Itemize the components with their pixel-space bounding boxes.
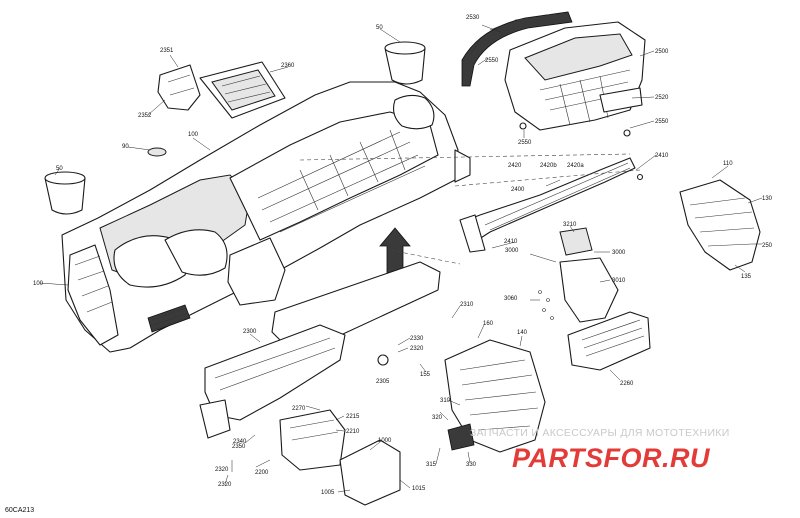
callout-1000: 1000	[378, 438, 392, 444]
callout-2330: 2330	[410, 336, 424, 342]
callout-2410: 2410	[655, 153, 669, 159]
callout-155: 155	[420, 372, 431, 378]
storage-box-2500	[504, 21, 646, 131]
callout-2360: 2360	[281, 63, 295, 69]
callout-130: 130	[762, 196, 773, 202]
glovebox-2300	[204, 324, 346, 421]
leader-lines	[39, 24, 763, 493]
callout-2320: 2320	[215, 467, 229, 473]
handle-2530	[461, 11, 573, 87]
callout-2320: 2320	[218, 482, 232, 488]
callout-2500: 2500	[655, 49, 669, 55]
callout-160: 160	[483, 321, 494, 327]
callout-100: 100	[33, 281, 44, 287]
cover-2200	[279, 409, 346, 471]
callout-2351: 2351	[160, 48, 174, 54]
callout-135: 135	[741, 274, 752, 280]
callout-2260: 2260	[620, 381, 634, 387]
callout-2410: 2410	[504, 239, 518, 245]
diagram-code: 60CA213	[5, 507, 34, 514]
callout-2310: 2310	[460, 302, 474, 308]
callout-3010: 3010	[612, 278, 626, 284]
callout-2210: 2210	[346, 429, 360, 435]
callout-2550: 2550	[518, 140, 532, 146]
watermark-brand: PARTSFOR.RU	[512, 443, 711, 473]
callout-2550: 2550	[655, 119, 669, 125]
vent-2280	[567, 311, 651, 371]
callout-3000: 3000	[505, 248, 519, 254]
callout-2520: 2520	[655, 95, 669, 101]
callout-100: 100	[188, 132, 199, 138]
callout-2305: 2305	[376, 379, 390, 385]
callout-50: 50	[56, 166, 63, 172]
callout-110: 110	[723, 161, 733, 167]
callout-1005: 1005	[321, 490, 335, 496]
callout-2420b: 2420b	[540, 163, 557, 169]
callout-2530: 2530	[466, 15, 480, 21]
callout-2420: 2420	[508, 163, 522, 169]
callout-2300: 2300	[243, 329, 257, 335]
callout-2550: 2550	[485, 58, 499, 64]
callout-2270: 2270	[292, 406, 306, 412]
callout-2320: 2320	[410, 346, 424, 352]
side-panel-250	[679, 179, 761, 271]
dashboard-body	[61, 81, 471, 353]
callout-250: 250	[762, 243, 773, 249]
callout-labels: 2530 2550 2500 2520 2550 2550 2351 2352 2360 50 10…	[33, 15, 773, 496]
callout-140: 140	[517, 330, 528, 336]
cover-1000	[339, 439, 401, 506]
callout-3000: 3000	[612, 250, 626, 256]
callout-310: 310	[440, 398, 451, 404]
callout-2352: 2352	[138, 113, 152, 119]
callout-3210: 3210	[563, 222, 577, 228]
callout-2420a: 2420a	[567, 163, 584, 169]
callout-315: 315	[426, 462, 437, 468]
callout-2340: 2340	[233, 439, 247, 445]
watermark-tagline: ЗАПЧАСТИ И АКСЕССУАРЫ ДЛЯ МОТОТЕХНИКИ	[470, 427, 730, 439]
cap-90	[147, 147, 167, 157]
callout-1015: 1015	[412, 486, 426, 492]
callout-50: 50	[376, 25, 383, 31]
callout-3060: 3060	[504, 296, 518, 302]
callout-2400: 2400	[511, 187, 525, 193]
callout-90: 90	[122, 144, 129, 150]
callout-330: 330	[466, 462, 477, 468]
bracket-2351	[157, 64, 201, 111]
vent-housing-3010	[559, 257, 619, 323]
callout-2215: 2215	[346, 414, 360, 420]
callout-2200: 2200	[255, 470, 269, 476]
callout-2350: 2350	[232, 444, 246, 450]
fastener-2305	[377, 354, 389, 366]
callout-320: 320	[432, 415, 443, 421]
